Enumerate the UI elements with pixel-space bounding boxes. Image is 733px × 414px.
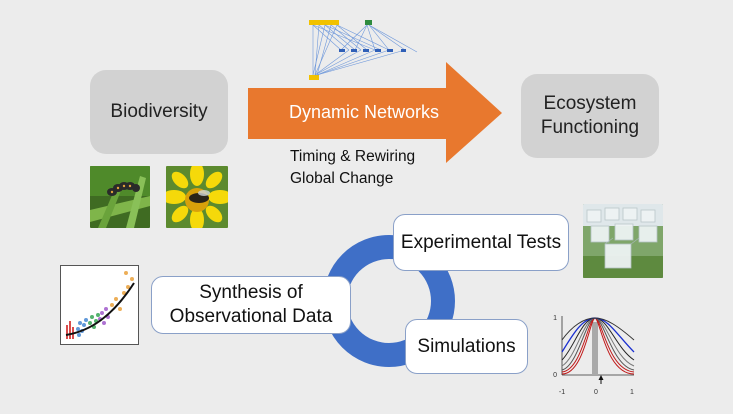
experimental-tests-label: Experimental Tests (400, 231, 562, 253)
x-tick-neg1: -1 (559, 389, 565, 396)
drivers-text: Timing & Rewiring Global Change (290, 146, 415, 191)
curves-plot: 1 0 -1 0 1 (548, 312, 638, 402)
dynamic-networks-arrow: Dynamic Networks (248, 62, 504, 164)
ecosystem-label-line2: Functioning (540, 117, 640, 138)
synthesis-label-line1: Synthesis of (199, 282, 303, 304)
simulations-label: Simulations (417, 335, 516, 357)
biodiversity-label: Biodiversity (110, 101, 208, 123)
network-icon (305, 18, 423, 82)
caterpillar-photo (90, 166, 150, 228)
cages-photo (583, 204, 663, 278)
dynamic-networks-label: Dynamic Networks (288, 102, 440, 122)
synthesis-box: Synthesis of Observational Data (151, 276, 351, 334)
x-tick-0: 0 (594, 389, 598, 396)
experimental-tests-box: Experimental Tests (393, 214, 569, 271)
y-tick-0: 0 (553, 372, 557, 379)
timing-rewiring-text: Timing & Rewiring (290, 148, 416, 165)
ecosystem-functioning-box: Ecosystem Functioning (521, 74, 659, 158)
bee-flower-photo (166, 166, 228, 228)
scatter-plot (60, 265, 139, 345)
ecosystem-label-line1: Ecosystem (543, 93, 637, 115)
global-change-text: Global Change (290, 170, 394, 188)
synthesis-label-line2: Observational Data (169, 306, 333, 327)
biodiversity-box: Biodiversity (90, 70, 228, 154)
simulations-box: Simulations (405, 319, 528, 374)
x-tick-1: 1 (630, 389, 634, 396)
y-tick-1: 1 (553, 315, 557, 322)
